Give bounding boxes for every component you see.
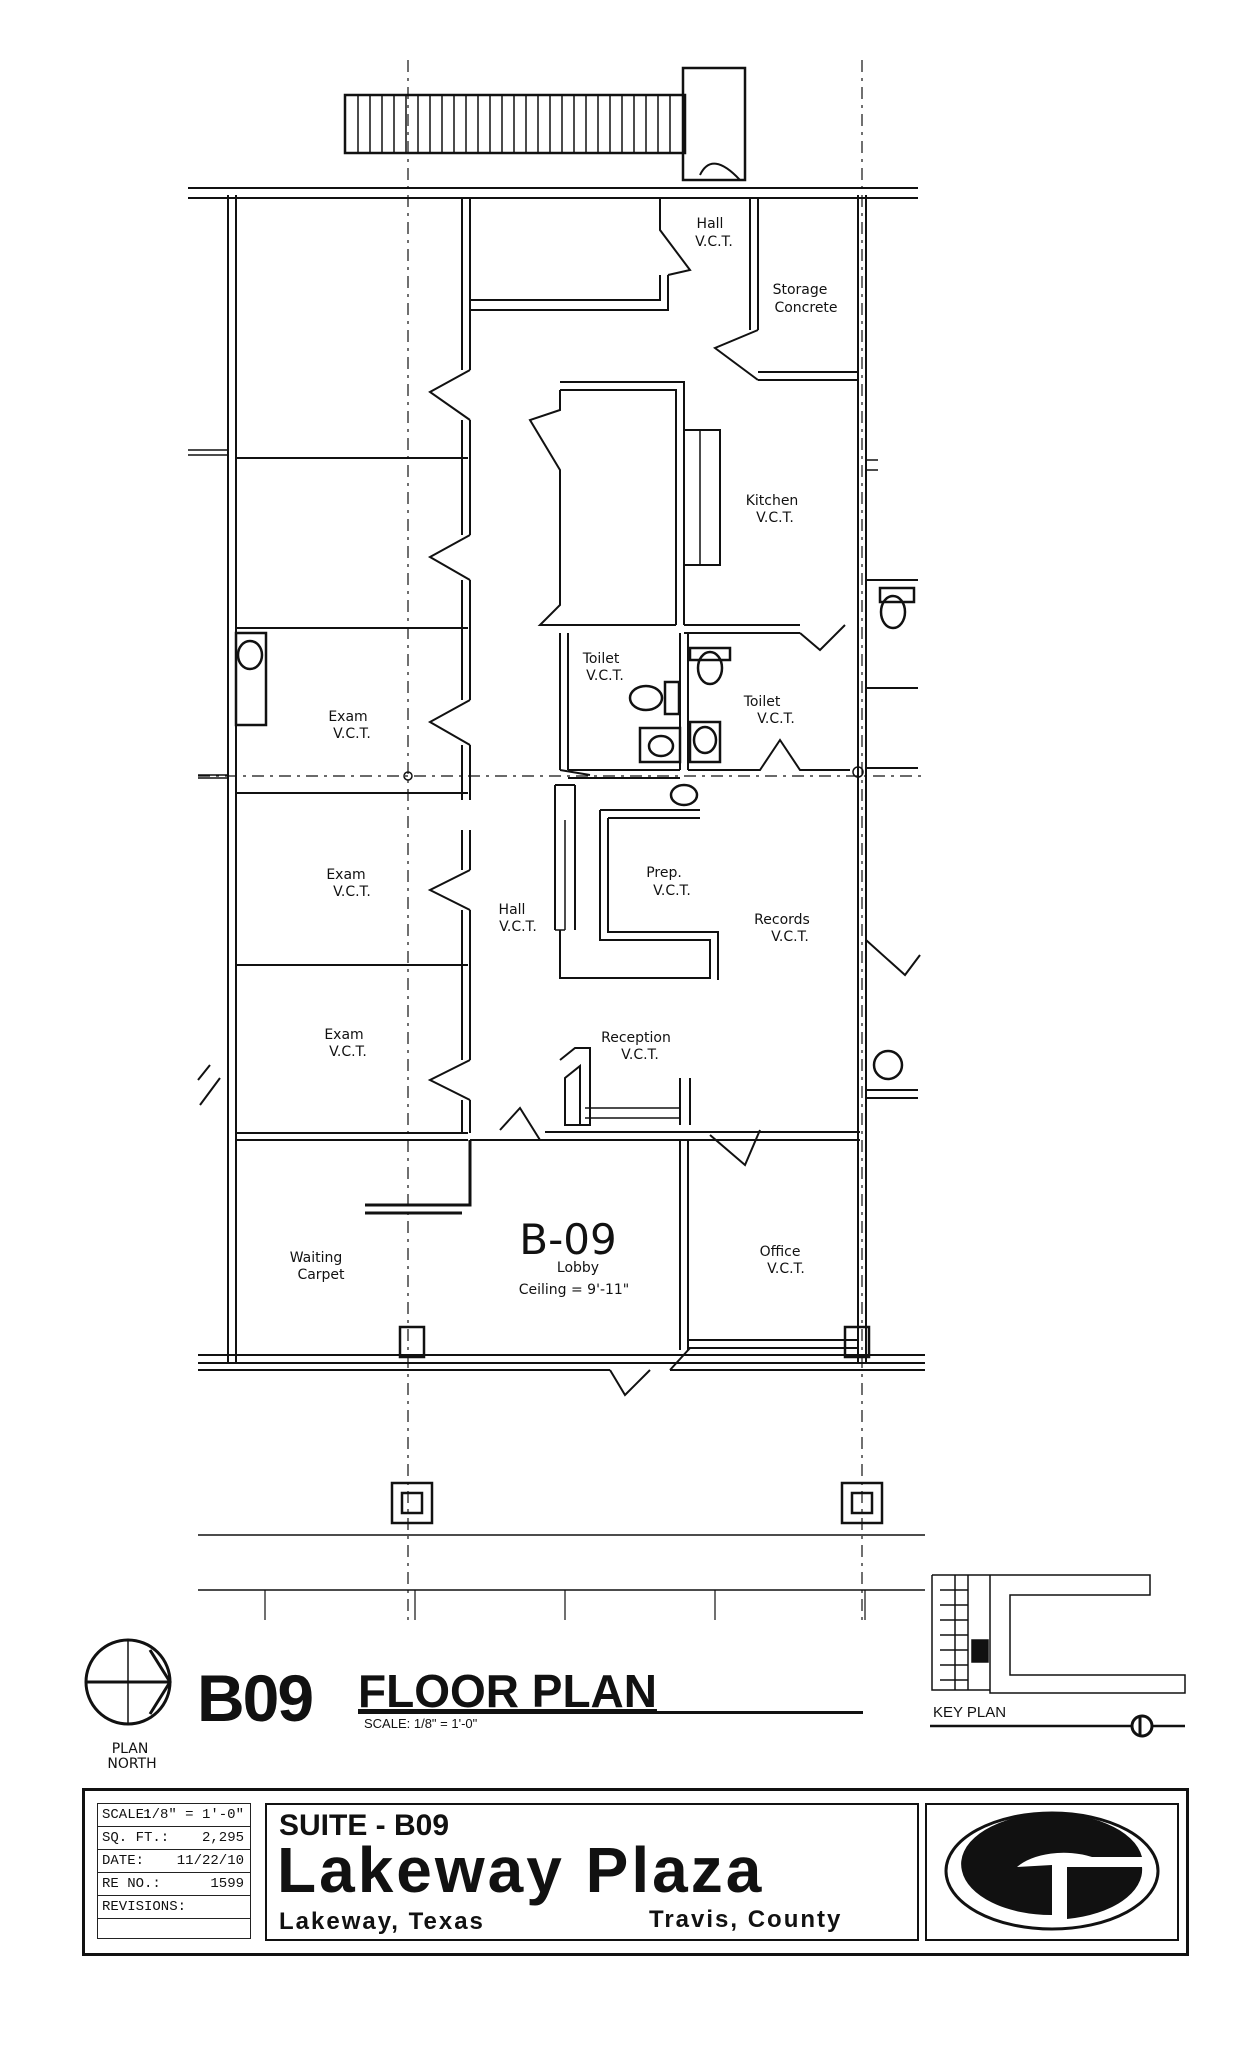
title-block: SCALE: 1/8" = 1'-0" SQ. FT.: 2,295 DATE:… [82, 1788, 1189, 1956]
room-label-exam-2: Exam [326, 867, 365, 883]
info-table: SCALE: 1/8" = 1'-0" SQ. FT.: 2,295 DATE:… [97, 1803, 251, 1939]
room-label-toilet-left: Toilet [582, 651, 620, 667]
drawing-title: FLOOR PLAN [358, 1665, 657, 1717]
info-row-scale: SCALE: 1/8" = 1'-0" [98, 1804, 250, 1827]
room-label-records: Records [754, 912, 810, 928]
room-floor-toilet-right: V.C.T. [757, 711, 795, 727]
project-name: Lakeway Plaza [277, 1834, 765, 1906]
project-city: Lakeway, Texas [279, 1908, 485, 1935]
key-plan-diagram [931, 1574, 1186, 1694]
key-plan-label: KEY PLAN [933, 1704, 1007, 1721]
key-plan-north-icon [1130, 1714, 1154, 1738]
room-floor-hall-main: V.C.T. [499, 919, 537, 935]
info-row-date: DATE: 11/22/10 [98, 1850, 250, 1873]
room-label-toilet-right: Toilet [743, 694, 781, 710]
suite-heading: SUITE - B09 [279, 1809, 450, 1842]
north-arrow-label-1: PLAN [112, 1741, 149, 1757]
room-floor-exam-1: V.C.T. [333, 726, 371, 742]
room-label-exam-3: Exam [324, 1027, 363, 1043]
north-arrow-icon [84, 1638, 172, 1726]
info-row-sqft: SQ. FT.: 2,295 [98, 1827, 250, 1850]
company-logo-icon [944, 1811, 1160, 1931]
north-arrow-label-2: NORTH [107, 1756, 156, 1772]
room-floor-kitchen: V.C.T. [756, 510, 794, 526]
room-floor-office: V.C.T. [767, 1261, 805, 1277]
exterior-stair [343, 66, 747, 182]
room-label-prep: Prep. [646, 865, 682, 881]
project-panel: SUITE - B09 Lakeway Plaza Lakeway, Texas… [265, 1803, 919, 1941]
room-label-waiting: Waiting [290, 1250, 343, 1266]
room-label-kitchen: Kitchen [746, 493, 799, 509]
room-label-lobby: Lobby [557, 1260, 599, 1276]
project-county: Travis, County [649, 1906, 843, 1933]
lobby-ceiling-height: Ceiling = 9'-11" [519, 1282, 630, 1298]
logo-panel [925, 1803, 1179, 1941]
room-floor-hall-top: V.C.T. [695, 234, 733, 250]
room-floor-records: V.C.T. [771, 929, 809, 945]
drawing-code: B09 [197, 1661, 314, 1735]
room-floor-toilet-left: V.C.T. [586, 668, 624, 684]
info-row-re-no: RE NO.: 1599 [98, 1873, 250, 1896]
room-floor-exam-3: V.C.T. [329, 1044, 367, 1060]
room-label-reception: Reception [601, 1030, 671, 1046]
drawing-scale: SCALE: 1/8" = 1'-0" [364, 1716, 478, 1731]
room-label-hall-top: Hall [697, 216, 724, 232]
info-row-revisions: REVISIONS: [98, 1896, 250, 1919]
room-floor-storage: Concrete [774, 300, 837, 316]
suite-number-label: B-09 [519, 1215, 616, 1264]
room-floor-reception: V.C.T. [621, 1047, 659, 1063]
room-floor-exam-2: V.C.T. [333, 884, 371, 900]
room-label-exam-1: Exam [328, 709, 367, 725]
drawing-title-underline [358, 1711, 863, 1714]
room-label-storage: Storage [773, 282, 828, 298]
room-floor-prep: V.C.T. [653, 883, 691, 899]
room-label-office: Office [760, 1244, 801, 1260]
room-label-hall-main: Hall [499, 902, 526, 918]
room-floor-waiting: Carpet [297, 1267, 345, 1283]
